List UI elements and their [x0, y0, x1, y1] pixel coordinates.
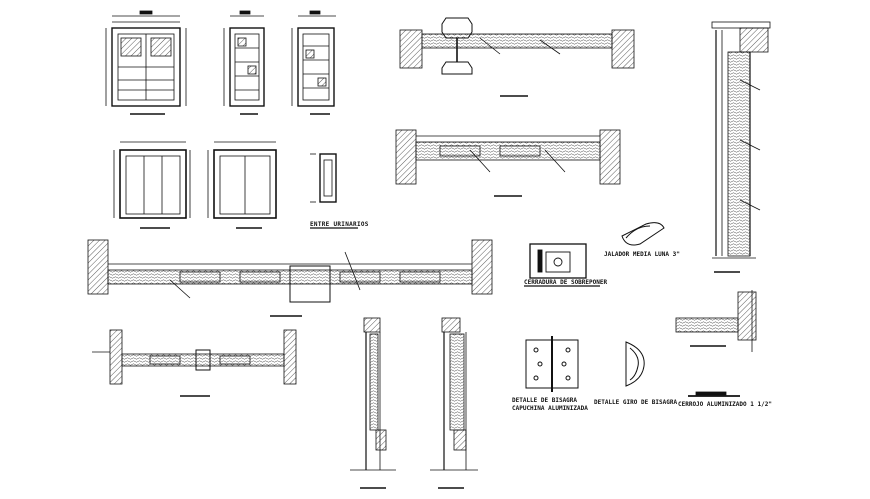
hinge-icon — [525, 336, 579, 392]
door-elevation-1 — [105, 10, 187, 115]
vertical-jamb-section-2 — [430, 317, 478, 489]
bolt-section-detail — [675, 290, 757, 397]
frame-elevation-2 — [207, 141, 277, 229]
hinge-swing-icon — [625, 341, 645, 387]
label-entre-urinarios: ENTRE URINARIOS — [310, 221, 369, 228]
lock-icon — [524, 243, 600, 287]
lower-horizontal-section — [92, 329, 297, 397]
handle-icon — [621, 222, 665, 246]
vertical-section-tall — [711, 21, 771, 273]
label-cerrojo: CERROJO ALUMINIZADO 1 1/2" — [678, 401, 772, 408]
long-horizontal-section — [87, 239, 493, 317]
label-giro-bisagra: DETALLE GIRO DE BISAGRA — [594, 399, 677, 406]
horizontal-section-1 — [399, 17, 635, 97]
label-bisagra-1: DETALLE DE BISAGRA — [512, 397, 577, 404]
frame-elevation-1 — [113, 141, 191, 229]
urinal-divider-detail — [310, 153, 358, 229]
label-cerradura: CERRADURA DE SOBREPONER — [524, 279, 607, 286]
horizontal-section-2 — [395, 129, 621, 197]
label-bisagra-2: CAPUCHINA ALUMINIZADA — [512, 405, 588, 412]
door-elevation-3 — [291, 10, 336, 115]
label-jalador: JALADOR MEDIA LUNA 3" — [604, 251, 680, 258]
vertical-jamb-section-1 — [350, 317, 396, 489]
door-elevation-2 — [223, 10, 265, 115]
